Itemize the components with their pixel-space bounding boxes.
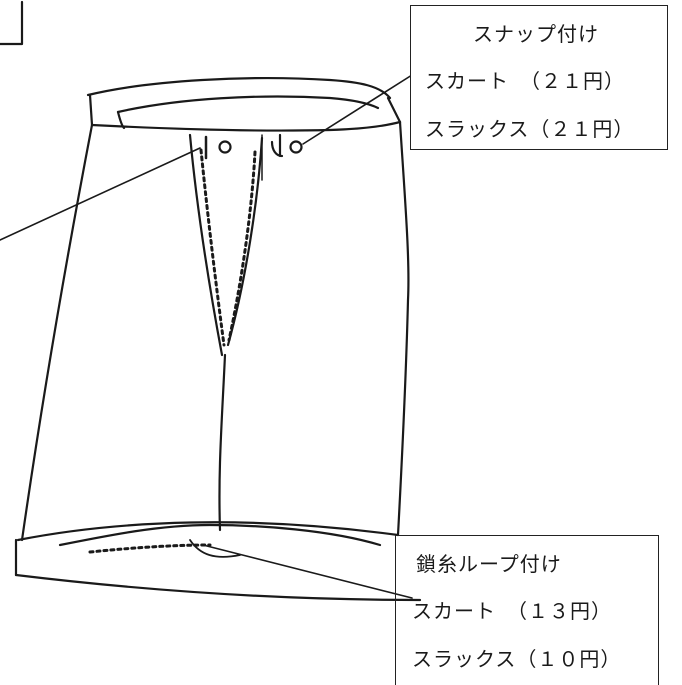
waistband-inner-edge — [116, 95, 380, 114]
snap-callout-slacks: スラックス（２１円） — [425, 117, 635, 141]
waistband-top-edge — [86, 77, 392, 100]
snap-callout-box: スナップ付け スカート （２１円） スラックス（２１円） — [410, 5, 668, 150]
loop-callout-title: 鎖糸ループ付け — [416, 552, 562, 576]
corner-fragment — [0, 0, 24, 46]
waistband-front-edge — [88, 93, 402, 127]
left-side-seam — [20, 123, 94, 542]
chain-stitch-fly — [199, 148, 226, 347]
snap-right — [270, 133, 284, 158]
fly-left-edge — [188, 133, 224, 357]
loop-callout-box: 鎖糸ループ付け スカート （１３円） スラックス（１０円） — [395, 535, 659, 685]
hem-top-edge — [16, 521, 400, 542]
snap-callout-skirt: スカート （２１円） — [425, 69, 625, 93]
hem-bottom-edge — [14, 573, 422, 602]
center-front-seam — [218, 353, 227, 532]
waistband-bottom-edge — [90, 120, 402, 132]
leader-line-snap — [302, 74, 413, 145]
leader-line-left — [0, 147, 201, 241]
leader-line-loop — [202, 544, 413, 599]
chain-stitch-hem — [88, 543, 212, 554]
snap-callout-title: スナップ付け — [473, 22, 599, 46]
right-side-seam — [396, 120, 410, 537]
loop-callout-slacks: スラックス（１０円） — [412, 647, 622, 671]
loop-callout-skirt: スカート （１３円） — [412, 599, 612, 623]
hem-inner-lining — [58, 523, 382, 547]
